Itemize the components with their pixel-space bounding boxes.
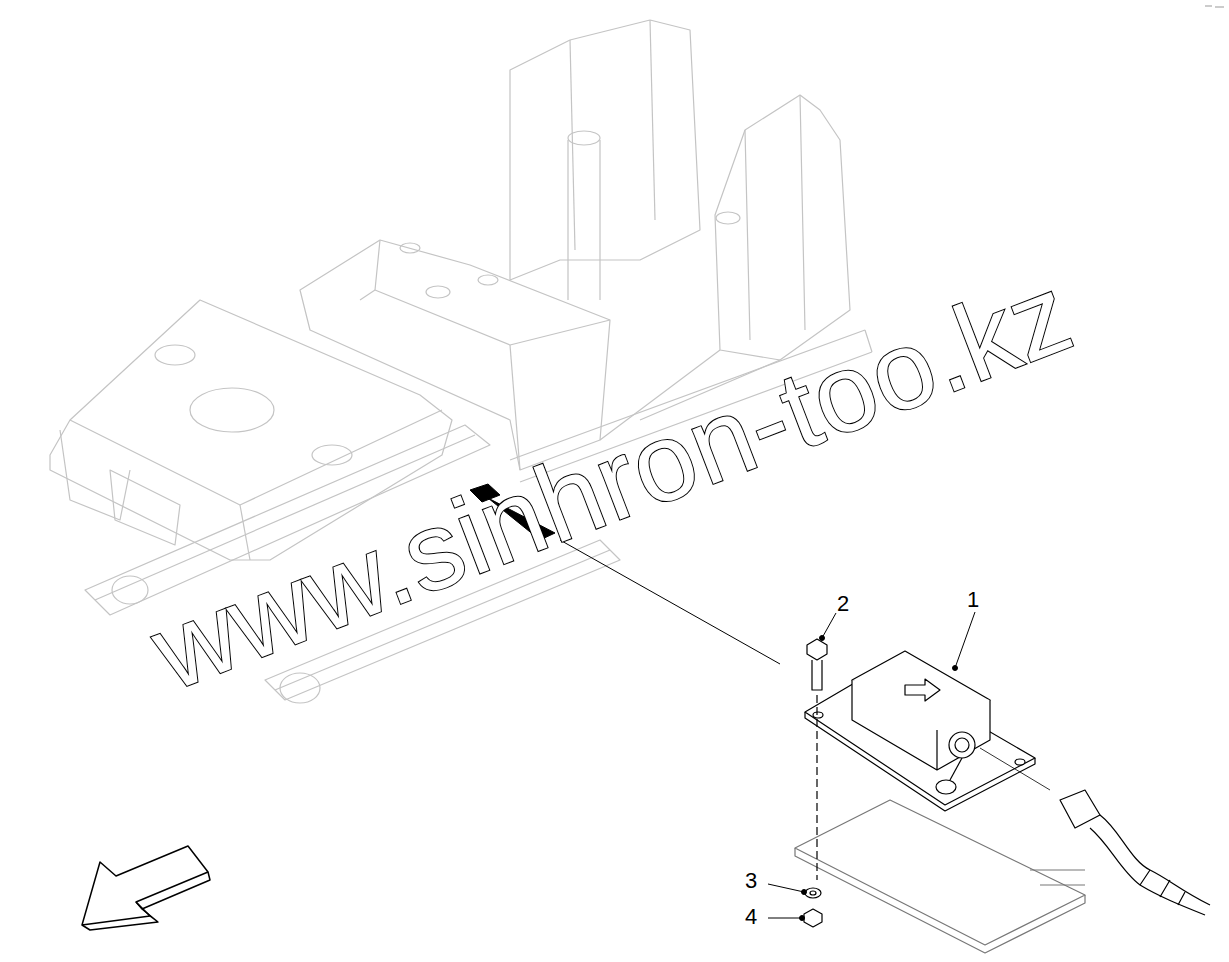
- callout-number: 1: [967, 589, 979, 611]
- sensor-assembly-part: [795, 848, 1085, 953]
- machine-frame-part: [568, 131, 600, 145]
- sensor-assembly-part: [905, 679, 940, 701]
- direction-arrow: [82, 846, 210, 930]
- corner-mark-part: [1205, 6, 1224, 7]
- machine-frame-part: [155, 345, 195, 365]
- sensor-assembly-part: [936, 780, 956, 794]
- leader-lines-part: [953, 666, 958, 671]
- sensor-assembly-part: [852, 680, 990, 770]
- watermark: www.sinhron-too.kz: [139, 257, 1086, 708]
- sensor-assembly-part: [955, 738, 969, 752]
- sensor-assembly-part: [1090, 828, 1205, 915]
- machine-frame-part: [280, 673, 320, 703]
- machine-frame-part: [190, 388, 274, 432]
- direction-arrow-part: [82, 846, 208, 925]
- machine-frame-part: [110, 470, 180, 545]
- sensor-assembly-part: [950, 758, 962, 780]
- leader-lines-part: [955, 612, 975, 668]
- callout-number: 4: [745, 906, 757, 928]
- leader-lines-part: [820, 636, 825, 641]
- sensor-assembly-part: [1030, 870, 1085, 885]
- direction-arrow-part: [82, 872, 210, 930]
- machine-frame-part: [510, 20, 700, 280]
- machine-frame-part: [240, 505, 250, 560]
- machine-frame-part: [568, 140, 600, 300]
- corner-mark: [1205, 6, 1224, 7]
- sensor-assembly-part: [980, 748, 1050, 790]
- machine-frame-part: [650, 20, 655, 220]
- leader-lines-part: [768, 884, 804, 892]
- machine-frame-part: [360, 290, 375, 300]
- machine-frame-part: [716, 212, 740, 224]
- leader-lines-part: [768, 918, 802, 919]
- machine-frame-part: [112, 576, 148, 604]
- sensor-assembly-part: [795, 800, 1085, 945]
- leader-lines-part: [800, 916, 805, 921]
- machine-frame-part: [375, 240, 610, 345]
- machine-frame-part: [510, 345, 520, 470]
- machine-frame-part: [400, 243, 420, 253]
- sensor-assembly-part: [807, 639, 827, 660]
- sensor-assembly-part: [805, 888, 821, 898]
- callout-number: 3: [745, 870, 757, 892]
- sensor-assembly-part: [813, 712, 823, 718]
- sensor-assembly-part: [810, 891, 816, 895]
- machine-frame-part: [312, 445, 352, 465]
- callout-number: 2: [837, 593, 849, 615]
- leader-lines-part: [802, 890, 807, 895]
- machine-frame-part: [570, 40, 575, 250]
- sensor-assembly: [795, 639, 1210, 953]
- leader-lines-part: [822, 613, 836, 638]
- sensor-assembly-part: [949, 732, 975, 758]
- sensor-assembly-part: [804, 909, 822, 927]
- sensor-assembly-part: [812, 660, 822, 690]
- machine-frame-part: [745, 95, 805, 340]
- machine-frame-part: [300, 240, 610, 470]
- machine-frame-part: [715, 95, 850, 360]
- sensor-assembly-part: [1140, 870, 1185, 905]
- location-pointer-part: [560, 540, 780, 664]
- sensor-assembly-part: [816, 695, 817, 880]
- sensor-assembly-part: [1015, 759, 1025, 765]
- machine-frame-part: [426, 286, 450, 298]
- leader-lines: [768, 612, 975, 921]
- sensor-assembly-part: [1060, 790, 1100, 828]
- machine-frame-part: [478, 275, 498, 285]
